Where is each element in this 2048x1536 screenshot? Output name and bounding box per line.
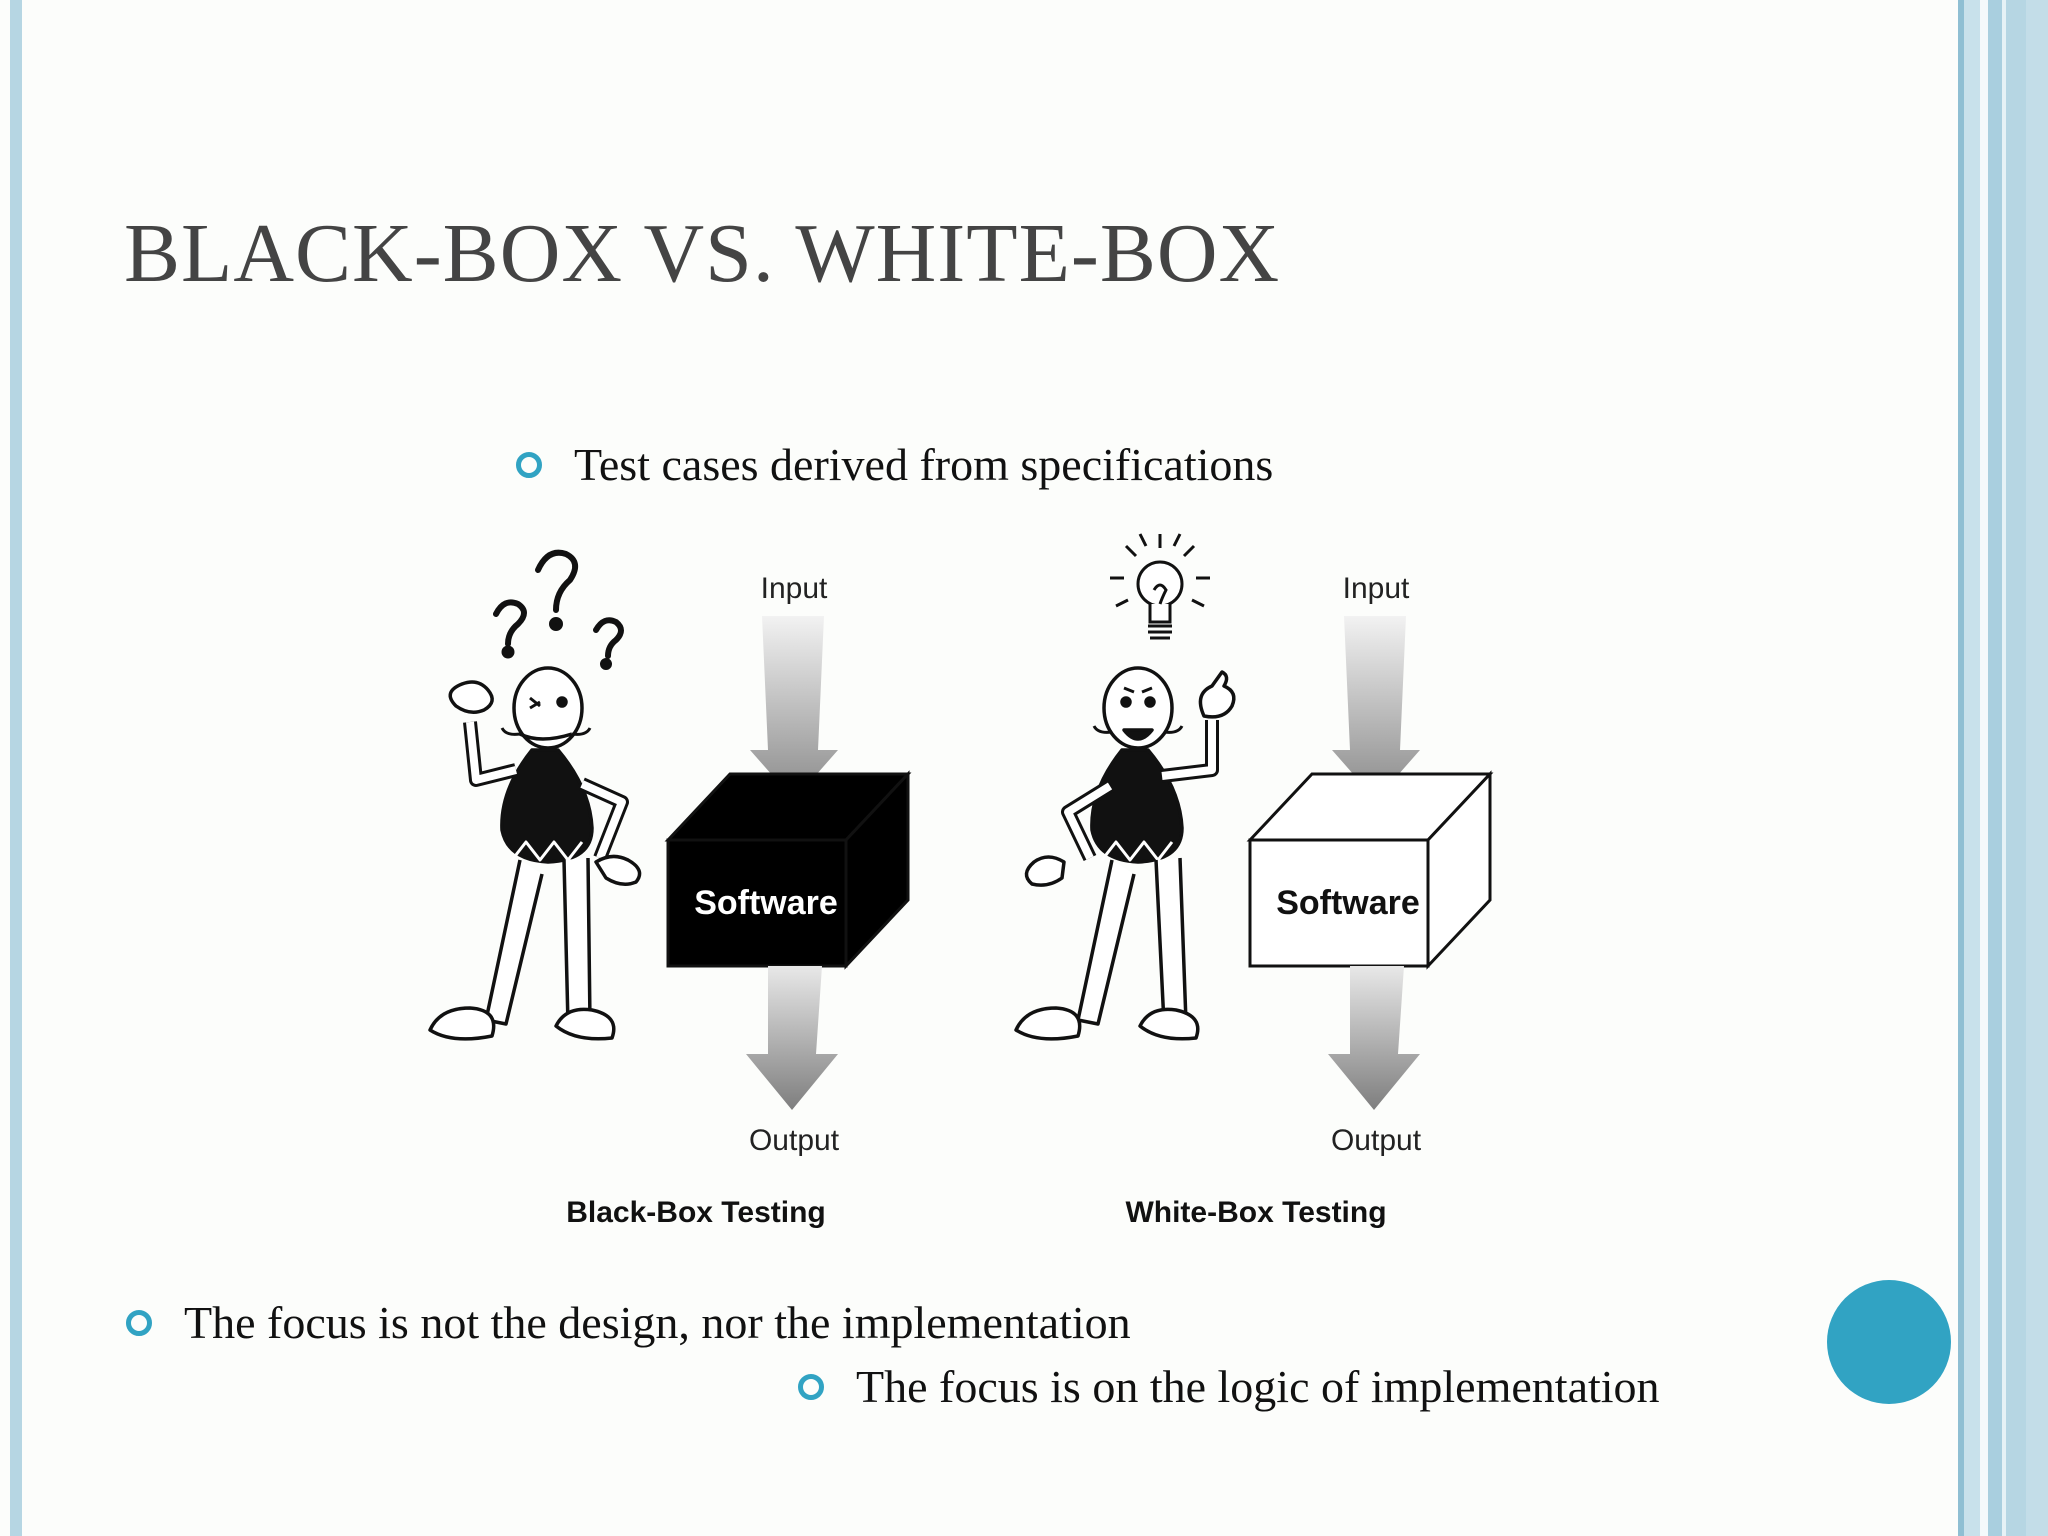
- down-arrow-icon: [750, 616, 838, 800]
- stick-figure-icon: [1014, 666, 1236, 1041]
- right-border-stripe-6: [2006, 0, 2026, 1536]
- question-marks-icon: [493, 549, 624, 670]
- down-arrow-icon: [1328, 966, 1420, 1110]
- right-border-stripe-2: [1964, 0, 1980, 1536]
- bullet-top-text: Test cases derived from specifications: [574, 439, 1274, 490]
- right-border-stripe-7: [2026, 0, 2048, 1536]
- bullet-ring-icon: [798, 1374, 824, 1400]
- white-box-output-label: Output: [1331, 1124, 1422, 1157]
- right-border-stripe-4: [1988, 0, 2002, 1536]
- down-arrow-icon: [746, 966, 838, 1110]
- lightbulb-icon: [1110, 533, 1210, 640]
- bullet-bottom-1-text: The focus is not the design, nor the imp…: [184, 1297, 1131, 1348]
- white-box-caption: White-Box Testing: [1125, 1196, 1386, 1229]
- slide-title: BLACK-BOX VS. WHITE-BOX: [124, 207, 1281, 300]
- white-box-input-label: Input: [1343, 572, 1410, 605]
- down-arrow-icon: [1332, 616, 1420, 800]
- cube-icon: [1246, 770, 1494, 970]
- right-border-stripe-1: [1958, 0, 1964, 1536]
- bullet-ring-icon: [126, 1310, 152, 1336]
- black-box-caption: Black-Box Testing: [566, 1196, 826, 1229]
- white-box-software-label: Software: [1276, 884, 1420, 922]
- bullet-bottom-2-text: The focus is on the logic of implementat…: [856, 1361, 1660, 1412]
- white-box-group: Input Software Output White-Box Testing: [1014, 533, 1494, 1229]
- bullet-ring-icon: [516, 452, 542, 478]
- stick-figure-icon: [428, 666, 642, 1041]
- black-box-group: Input Software Output Black-Box Testing: [428, 549, 912, 1229]
- black-box-software-label: Software: [694, 884, 838, 922]
- black-box-output-label: Output: [749, 1124, 840, 1157]
- right-border-stripe-3: [1980, 0, 1988, 1536]
- right-border-stripe-5: [2002, 0, 2006, 1536]
- black-box-input-label: Input: [761, 572, 828, 605]
- accent-circle: [1827, 1280, 1951, 1404]
- left-border-stripe: [10, 0, 22, 1536]
- cube-icon: [664, 770, 912, 970]
